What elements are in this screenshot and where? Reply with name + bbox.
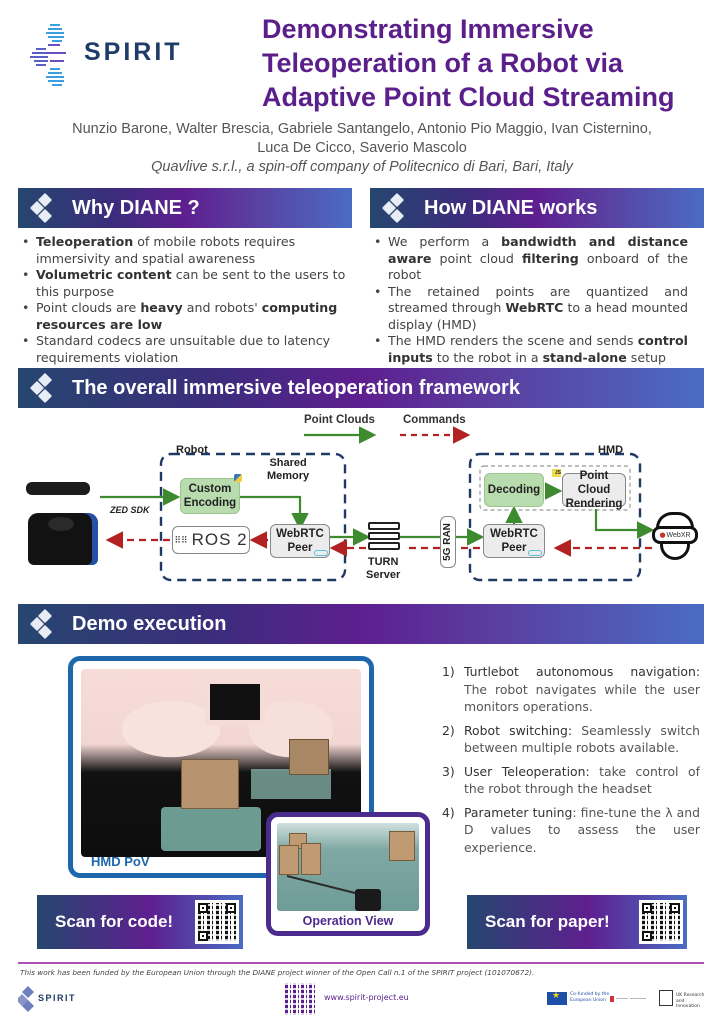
spirit-logo-text: SPIRIT: [84, 38, 183, 66]
framework-diagram: Point Clouds Commands: [0, 410, 724, 600]
bullet-item: Volumetric content can be sent to the us…: [18, 267, 352, 300]
decoding-box: Decoding: [484, 473, 544, 507]
bullet-item: Point clouds are heavy and robots' compu…: [18, 300, 352, 333]
footer-spirit-logo: SPIRIT: [18, 986, 78, 1012]
bullet-item: The HMD renders the scene and sends cont…: [370, 333, 688, 366]
spirit-logo-mark-icon: [30, 24, 66, 86]
qr-code-icon[interactable]: [639, 900, 683, 944]
hmd-inner-border: [479, 465, 631, 511]
go-badge-icon: [314, 550, 328, 556]
section-header-how: How DIANE works: [370, 188, 704, 228]
eu-flag-icon: [547, 991, 567, 1005]
hmd-group-label: HMD: [598, 444, 624, 456]
bullet-item: We perform a bandwidth and distance awar…: [370, 234, 688, 284]
demo-step: 2)Robot switching: Seamlessly switch bet…: [442, 722, 700, 756]
zed-sdk-label: ZED SDK: [110, 505, 150, 515]
how-bullet-list: We perform a bandwidth and distance awar…: [370, 234, 688, 366]
demo-steps-list: 1)Turtlebot autonomous navigation: The r…: [442, 663, 700, 862]
title-line-2: Teleoperation of a Robot via: [262, 48, 624, 78]
project-website-link[interactable]: www.spirit-project.eu: [324, 993, 409, 1002]
scan-paper-label: Scan for paper!: [485, 912, 610, 931]
poster-title: Demonstrating Immersive Teleoperation of…: [262, 12, 712, 114]
section-title: How DIANE works: [424, 196, 598, 219]
scan-for-paper-button[interactable]: Scan for paper!: [467, 895, 687, 949]
spirit-logo-mark-icon: [18, 986, 34, 1012]
affiliation: Quavlive s.r.l., a spin-off company of P…: [151, 159, 573, 175]
operation-view-image: [277, 823, 419, 911]
diamond-cluster-icon: [29, 372, 58, 404]
section-header-demo: Demo execution: [18, 604, 704, 644]
bullet-item: Standard codecs are unsuitable due to la…: [18, 333, 352, 366]
legend-point-clouds-label: Point Clouds: [304, 414, 375, 426]
funding-statement: This work has been funded by the Europea…: [20, 968, 535, 977]
authors-block: Nunzio Barone, Walter Brescia, Gabriele …: [20, 120, 704, 177]
diamond-cluster-icon: [29, 608, 58, 640]
javascript-icon: JS: [552, 469, 561, 477]
footer-divider: [18, 962, 704, 964]
demo-step: 1)Turtlebot autonomous navigation: The r…: [442, 664, 700, 714]
spirit-logo: SPIRIT: [28, 18, 218, 98]
qr-code-icon[interactable]: [195, 900, 239, 944]
scan-for-code-button[interactable]: Scan for code!: [37, 895, 243, 949]
operation-view-panel: Operation View: [266, 812, 430, 936]
title-line-3: Adaptive Point Cloud Streaming: [262, 82, 675, 112]
robot-group-label: Robot: [176, 444, 208, 456]
python-icon: [234, 474, 242, 482]
robot-icon: [355, 889, 381, 911]
hmd-group-border: [468, 452, 642, 582]
section-header-why: Why DIANE ?: [18, 188, 352, 228]
vr-headset-icon: ●WebXR: [652, 512, 698, 564]
partner-logo-icon: [610, 994, 646, 1004]
legend-commands-label: Commands: [403, 414, 466, 426]
why-bullet-list: Teleoperation of mobile robots requires …: [18, 234, 352, 366]
diamond-cluster-icon: [29, 192, 58, 224]
section-title: Why DIANE ?: [72, 196, 200, 219]
eu-cofunded-label: Co-funded by the European Union: [570, 992, 610, 1003]
ukri-logo-icon: [659, 990, 673, 1006]
section-header-framework: The overall immersive teleoperation fram…: [18, 368, 704, 408]
footer-qr-code-icon[interactable]: [285, 983, 315, 1015]
section-title: Demo execution: [72, 612, 227, 635]
ros2-box: ⠿⠿ROS 2: [172, 526, 250, 554]
authors-line-1: Nunzio Barone, Walter Brescia, Gabriele …: [72, 121, 652, 137]
zed-camera-icon: [26, 482, 90, 495]
diamond-cluster-icon: [381, 192, 410, 224]
ukri-label: UK Research and Innovation: [676, 993, 705, 1009]
5g-ran-box: 5G RAN: [440, 516, 456, 568]
demo-step: 3)User Teleoperation: take control of th…: [442, 763, 700, 797]
ros-dots-icon: ⠿⠿: [174, 535, 188, 545]
authors-line-2: Luca De Cicco, Saverio Mascolo: [257, 140, 467, 156]
go-badge-icon: [528, 550, 542, 556]
diagram-connectors: [100, 426, 655, 582]
turtlebot-robot-icon: [28, 513, 98, 565]
demo-step: 4)Parameter tuning: fine-tune the λ and …: [442, 804, 700, 855]
hmd-pov-label: HMD PoV: [91, 854, 150, 869]
webxr-label: WebXR: [666, 531, 691, 539]
robot-group-border: [159, 452, 347, 582]
bullet-item: Teleoperation of mobile robots requires …: [18, 234, 352, 267]
title-line-1: Demonstrating Immersive: [262, 14, 594, 44]
operation-view-label: Operation View: [302, 914, 394, 928]
bullet-item: The retained points are quantized and st…: [370, 284, 688, 334]
scan-code-label: Scan for code!: [55, 912, 174, 931]
section-title: The overall immersive teleoperation fram…: [72, 376, 520, 399]
turn-server-icon: [368, 522, 400, 552]
